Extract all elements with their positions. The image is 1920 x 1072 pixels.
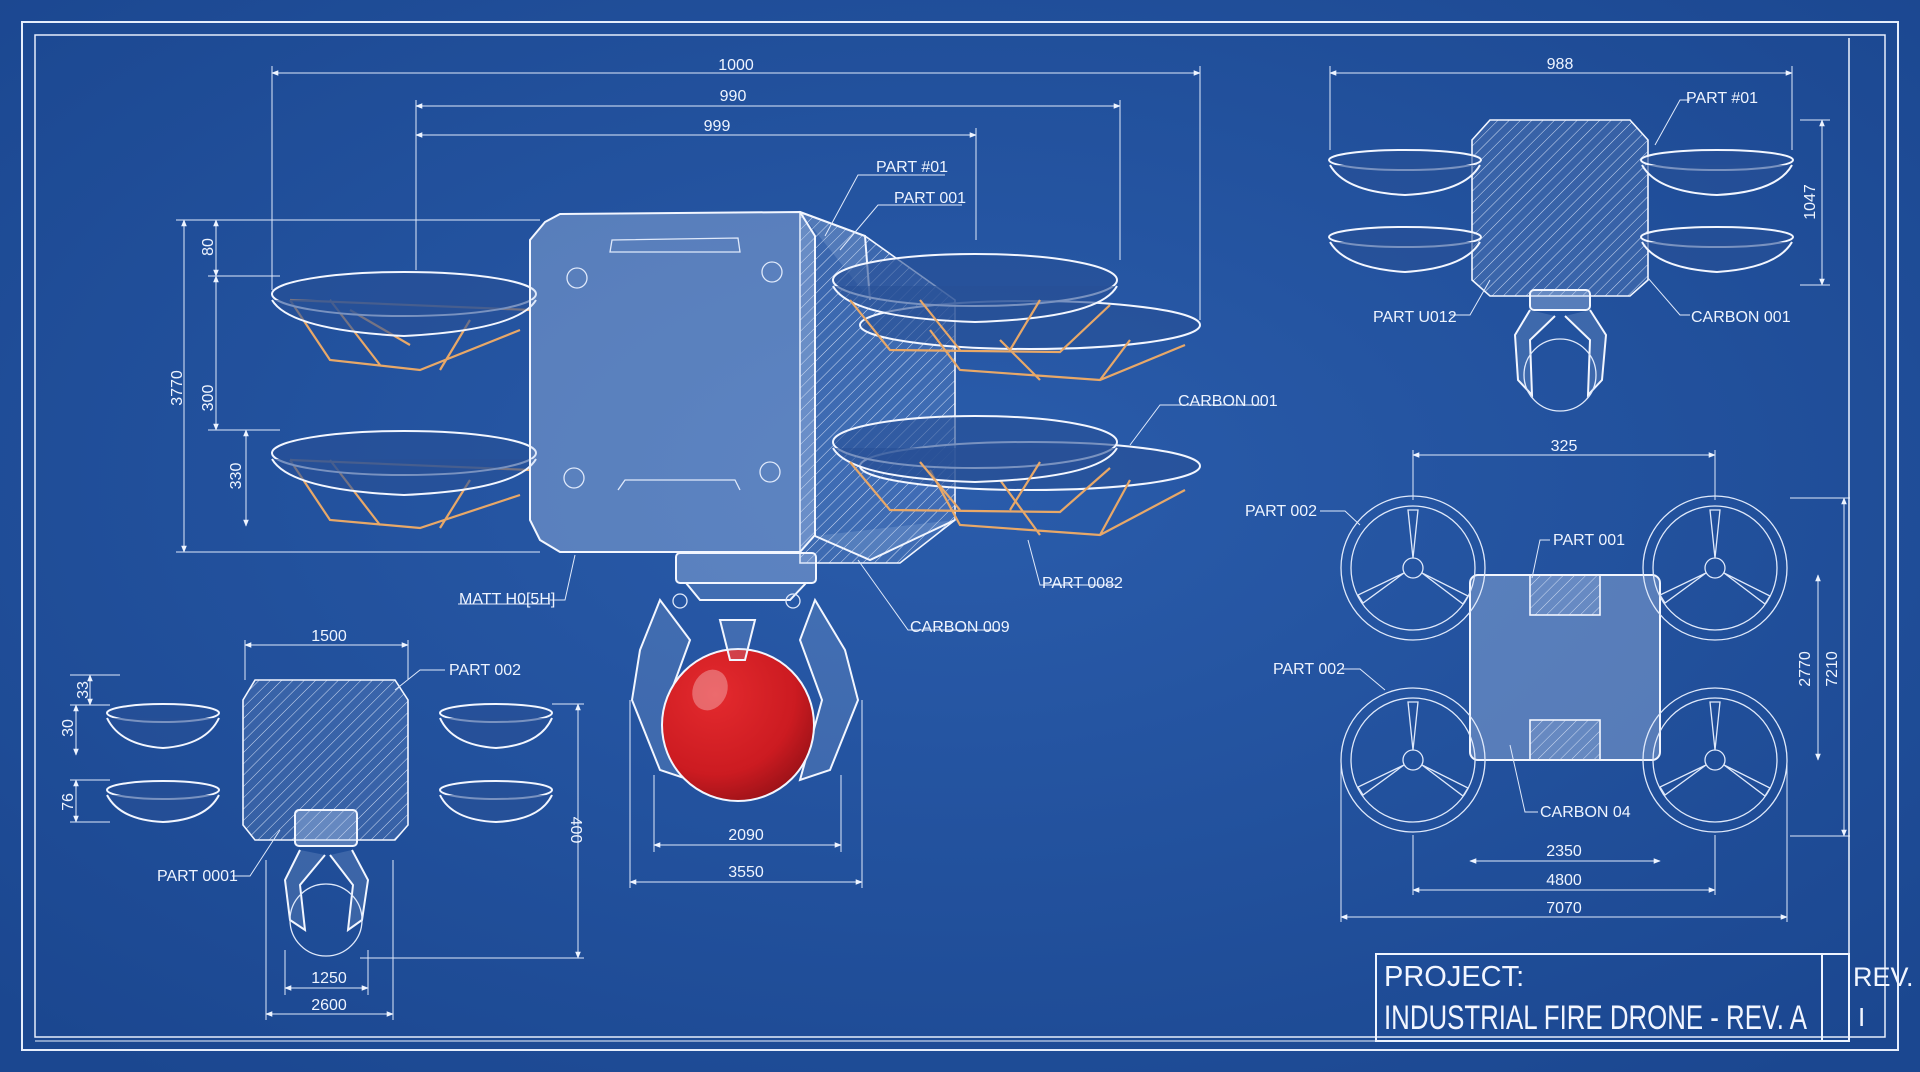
dim-988: 988 [1547, 56, 1574, 73]
dim-30: 30 [60, 719, 77, 737]
dim-325: 325 [1551, 438, 1578, 455]
dim-990: 990 [720, 88, 747, 105]
dim-7070: 7070 [1546, 900, 1582, 917]
front-drone-view: 988 1047 PART #01 PART U012 CARBON 001 [1328, 56, 1830, 412]
project-label: PROJECT: [1384, 961, 1524, 993]
dim-999: 999 [704, 118, 731, 135]
dim-2090: 2090 [728, 827, 764, 844]
main-top-dimensions [176, 66, 1201, 553]
dim-1250: 1250 [311, 970, 347, 987]
label-part-0082: PART 0082 [1042, 575, 1123, 592]
rev-label: REV. [1853, 962, 1914, 992]
label-part-002: PART 002 [449, 662, 521, 679]
gripper-with-ball [630, 593, 860, 802]
inner-border [34, 34, 1886, 1038]
label-carbon-009: CARBON 009 [910, 619, 1010, 636]
label-part-0001: PART 0001 [157, 868, 238, 885]
dim-400: 400 [567, 817, 584, 844]
dim-1000: 1000 [718, 57, 754, 74]
main-leaders [458, 174, 1265, 631]
right-rotors [832, 253, 1201, 537]
dim-330: 330 [228, 463, 245, 490]
label-carbon-001: CARBON 001 [1178, 393, 1278, 410]
dim-2600: 2600 [311, 997, 347, 1014]
dim-1500: 1500 [311, 628, 347, 645]
left-rotors [271, 271, 537, 530]
ball-dimensions [629, 700, 863, 888]
dim-80: 80 [200, 238, 217, 256]
dim-3550: 3550 [728, 864, 764, 881]
main-drone-view: 1000 990 999 3770 80 300 330 [169, 57, 1278, 888]
dim-3770: 3770 [169, 370, 186, 406]
label-part-001: PART 001 [894, 190, 966, 207]
dim-33: 33 [75, 681, 92, 699]
label-part-01: PART #01 [876, 159, 948, 176]
dim-4800: 4800 [1546, 872, 1582, 889]
label-carbon-04: CARBON 04 [1540, 804, 1631, 821]
label-part-001-top: PART 001 [1553, 532, 1625, 549]
title-block: PROJECT: INDUSTRIAL FIRE DRONE - REV. A … [35, 38, 1914, 1042]
label-matt: MATT H0[5H] [459, 591, 555, 608]
dim-2350: 2350 [1546, 843, 1582, 860]
label-carbon-001-front: CARBON 001 [1691, 309, 1791, 326]
rev-value: I [1858, 1002, 1865, 1032]
label-part-01-front: PART #01 [1686, 90, 1758, 107]
project-name: INDUSTRIAL FIRE DRONE - REV. A [1384, 1000, 1808, 1037]
dim-300: 300 [200, 385, 217, 412]
outer-border [21, 21, 1899, 1051]
top-drone-view: 325 2770 7210 2350 4800 7070 PART 002 PA… [1245, 438, 1850, 922]
dim-1047: 1047 [1802, 184, 1819, 220]
red-ball [661, 648, 815, 802]
dim-7210: 7210 [1824, 651, 1841, 687]
side-drone-view: 1500 33 30 76 400 1250 2600 PART 002 PAR… [60, 628, 584, 1020]
dim-2770: 2770 [1797, 651, 1814, 687]
dim-76: 76 [60, 793, 77, 811]
label-part-002-top-a: PART 002 [1245, 503, 1317, 520]
label-part-002-top-b: PART 002 [1273, 661, 1345, 678]
label-part-u012: PART U012 [1373, 309, 1457, 326]
